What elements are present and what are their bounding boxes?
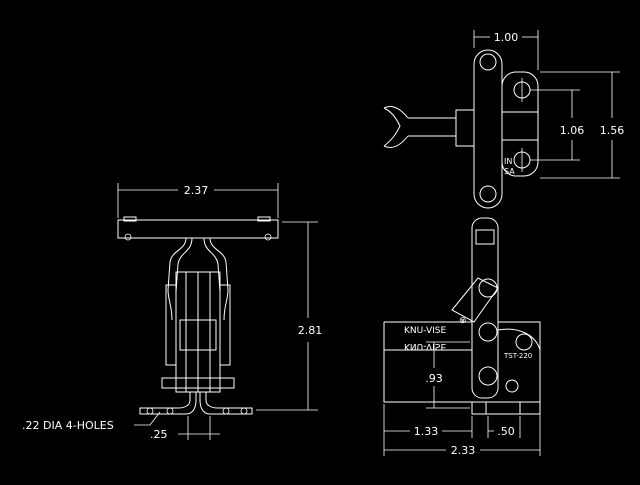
side-handle-link xyxy=(451,277,499,323)
front-hole-right xyxy=(264,233,272,241)
front-arm-inner-right xyxy=(203,237,221,293)
front-side-right xyxy=(219,284,231,366)
front-foot-hole-2 xyxy=(166,407,174,415)
front-foot-hole-3 xyxy=(222,407,230,415)
brand-label: KNU-VISE xyxy=(404,326,446,336)
side-view: ⊗ KNU-VISE KNU-VISE TST-220 .93 1.33 .50 xyxy=(383,217,541,457)
holes-leader xyxy=(134,411,161,426)
top-plate-hole-bottom xyxy=(479,185,497,203)
side-hole-upper xyxy=(515,333,533,351)
front-arm-left xyxy=(167,237,187,321)
side-screw-mark: ⊗ xyxy=(459,316,467,326)
side-hole-lower xyxy=(505,379,519,393)
dim-side-height: .93 xyxy=(425,372,443,385)
dim-top-outer: 1.56 xyxy=(600,124,625,137)
top-plate-hole-top xyxy=(479,53,497,71)
top-jaw xyxy=(383,105,409,149)
side-post-cap xyxy=(475,229,495,245)
front-hole-left xyxy=(124,233,132,241)
side-post xyxy=(471,217,499,399)
side-pivot-1 xyxy=(478,278,498,298)
dim-front-width: 2.37 xyxy=(184,184,209,197)
holes-note: .22 DIA 4-HOLES xyxy=(22,419,114,432)
top-view: IN SA 1.00 1.06 1.56 xyxy=(383,30,625,209)
stamp-top: IN xyxy=(504,157,512,166)
side-pivot-2 xyxy=(478,322,498,342)
front-view: 2.37 2.81 .25 .22 DIA 4-HOLES xyxy=(22,183,322,441)
model-label: TST-220 xyxy=(503,352,532,360)
dim-side-left: 1.33 xyxy=(414,425,439,438)
brand-label-mirrored: KNU-VISE xyxy=(404,341,446,351)
front-foot-right xyxy=(199,392,253,415)
front-foot-left xyxy=(139,392,197,415)
front-foot-hole-4 xyxy=(240,407,248,415)
dim-base-offset: .25 xyxy=(150,428,168,441)
dim-front-height: 2.81 xyxy=(298,324,323,337)
dim-side-overall: 2.33 xyxy=(451,444,476,457)
stamp-bottom: SA xyxy=(504,167,515,176)
top-jaw-inner xyxy=(383,107,401,147)
front-lower-band xyxy=(161,377,235,389)
dim-side-right: .50 xyxy=(497,425,515,438)
front-arm-right xyxy=(209,237,229,321)
top-plate xyxy=(473,49,503,209)
front-side-left xyxy=(165,284,177,366)
front-arm-inner-left xyxy=(175,237,193,293)
front-foot-hole-1 xyxy=(146,407,154,415)
side-pivot-3 xyxy=(478,366,498,386)
side-base xyxy=(471,401,541,415)
dim-top-inner: 1.06 xyxy=(560,124,585,137)
top-collar xyxy=(455,109,475,147)
front-top-plate xyxy=(117,219,279,239)
front-mid-block xyxy=(179,319,217,351)
top-handle-body xyxy=(501,71,539,177)
front-bolt-right xyxy=(257,216,271,222)
front-bolt-left xyxy=(123,216,137,222)
dim-top-width: 1.00 xyxy=(494,31,519,44)
side-body-curve xyxy=(497,328,541,351)
